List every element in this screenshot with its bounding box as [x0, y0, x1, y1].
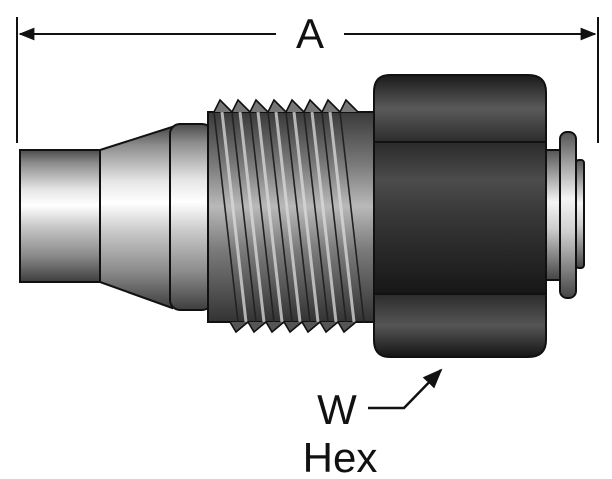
- hex-nut-middle-face: [373, 141, 547, 295]
- end-tip: [575, 159, 585, 269]
- tube-stub: [19, 149, 101, 283]
- thread-crests: [213, 111, 365, 323]
- dimension-label-a: A: [296, 10, 324, 57]
- thread-highlights: [220, 111, 356, 323]
- callout-w: W: [317, 386, 357, 433]
- leader-line: [368, 368, 443, 410]
- thread-teeth-bottom: [229, 320, 357, 334]
- thread-teeth-top: [213, 98, 359, 114]
- end-cap: [559, 131, 577, 299]
- callout-hex: Hex: [303, 434, 378, 479]
- collar: [169, 123, 213, 311]
- cone-taper: [99, 125, 173, 310]
- hex-nut-top-face: [373, 74, 547, 143]
- hex-nut-bottom-face: [373, 293, 547, 358]
